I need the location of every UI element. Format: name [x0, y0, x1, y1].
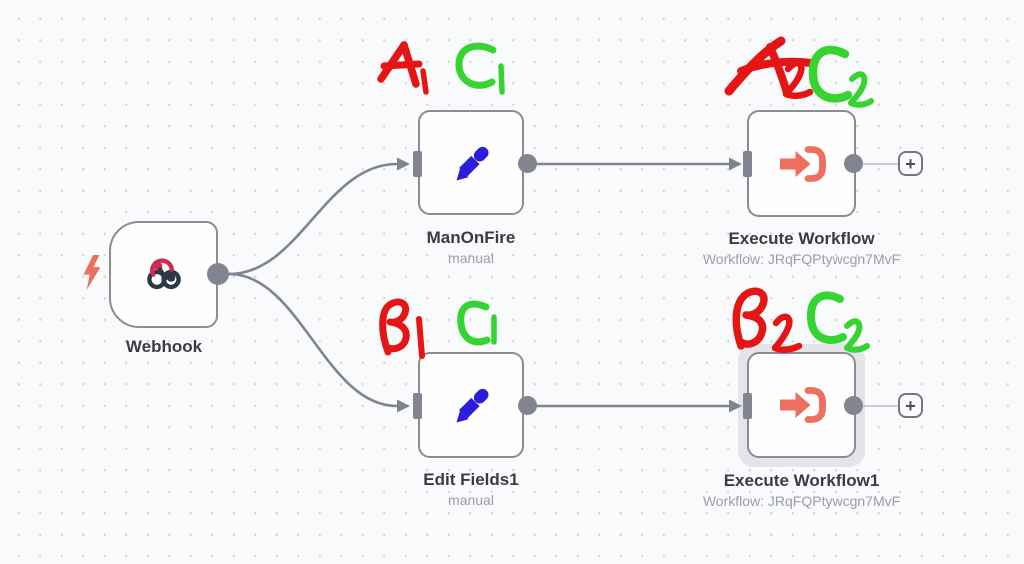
edge-arrowhead — [729, 157, 742, 171]
annotation-c1-top — [455, 42, 505, 95]
output-port-webhook[interactable] — [207, 263, 229, 285]
input-port-manonfire[interactable] — [413, 151, 422, 177]
node-manonfire[interactable] — [418, 110, 524, 215]
node-label-webhook: Webhook — [125, 337, 203, 356]
webhook-icon — [146, 257, 181, 289]
plus-icon: + — [905, 395, 916, 416]
node-label-manonfire: ManOnFire — [426, 228, 516, 247]
node-execute-workflow1[interactable] — [747, 352, 856, 458]
output-port-manonfire[interactable] — [518, 154, 537, 173]
node-editfields1[interactable] — [418, 352, 524, 458]
trigger-bolt-icon — [83, 255, 101, 290]
edit-pencil-icon — [456, 388, 489, 423]
execute-workflow-icon — [778, 145, 826, 182]
annotation-b1 — [379, 298, 425, 359]
input-port-execute-workflow[interactable] — [743, 151, 752, 177]
node-execute-workflow[interactable] — [747, 110, 856, 217]
annotation-c2-top — [808, 45, 874, 108]
node-subtitle-manonfire: manual — [448, 250, 494, 266]
node-subtitle-execute-workflow: Workflow: JRqFQPtywcgn7MvF — [702, 251, 901, 267]
annotation-a1 — [377, 41, 429, 95]
add-node-button-bottom[interactable]: + — [898, 393, 923, 418]
node-subtitle-editfields1: manual — [448, 492, 494, 508]
plus-icon: + — [905, 153, 916, 174]
annotation-c2-bottom — [806, 291, 870, 353]
node-subtitle-execute-workflow1: Workflow: JRqFQPtywcgn7MvF — [702, 493, 901, 509]
output-port-editfields1[interactable] — [518, 396, 537, 415]
input-port-editfields1[interactable] — [413, 393, 422, 419]
node-label-editfields1: Edit Fields1 — [423, 470, 519, 489]
node-webhook[interactable] — [109, 221, 218, 328]
edge-arrowhead — [397, 157, 410, 171]
execute-workflow-icon — [778, 387, 826, 423]
edge-arrowhead — [397, 399, 410, 413]
edit-pencil-icon — [456, 146, 489, 180]
annotation-b2 — [732, 287, 803, 353]
annotation-c1-bottom — [457, 300, 497, 346]
node-label-execute-workflow1: Execute Workflow1 — [723, 471, 880, 490]
output-port-execute-workflow[interactable] — [844, 154, 863, 173]
output-port-execute-workflow1[interactable] — [844, 396, 863, 415]
annotation-a2 — [724, 36, 815, 99]
input-port-execute-workflow1[interactable] — [743, 393, 752, 419]
node-label-execute-workflow: Execute Workflow — [728, 229, 875, 248]
add-node-button-top[interactable]: + — [898, 151, 923, 176]
